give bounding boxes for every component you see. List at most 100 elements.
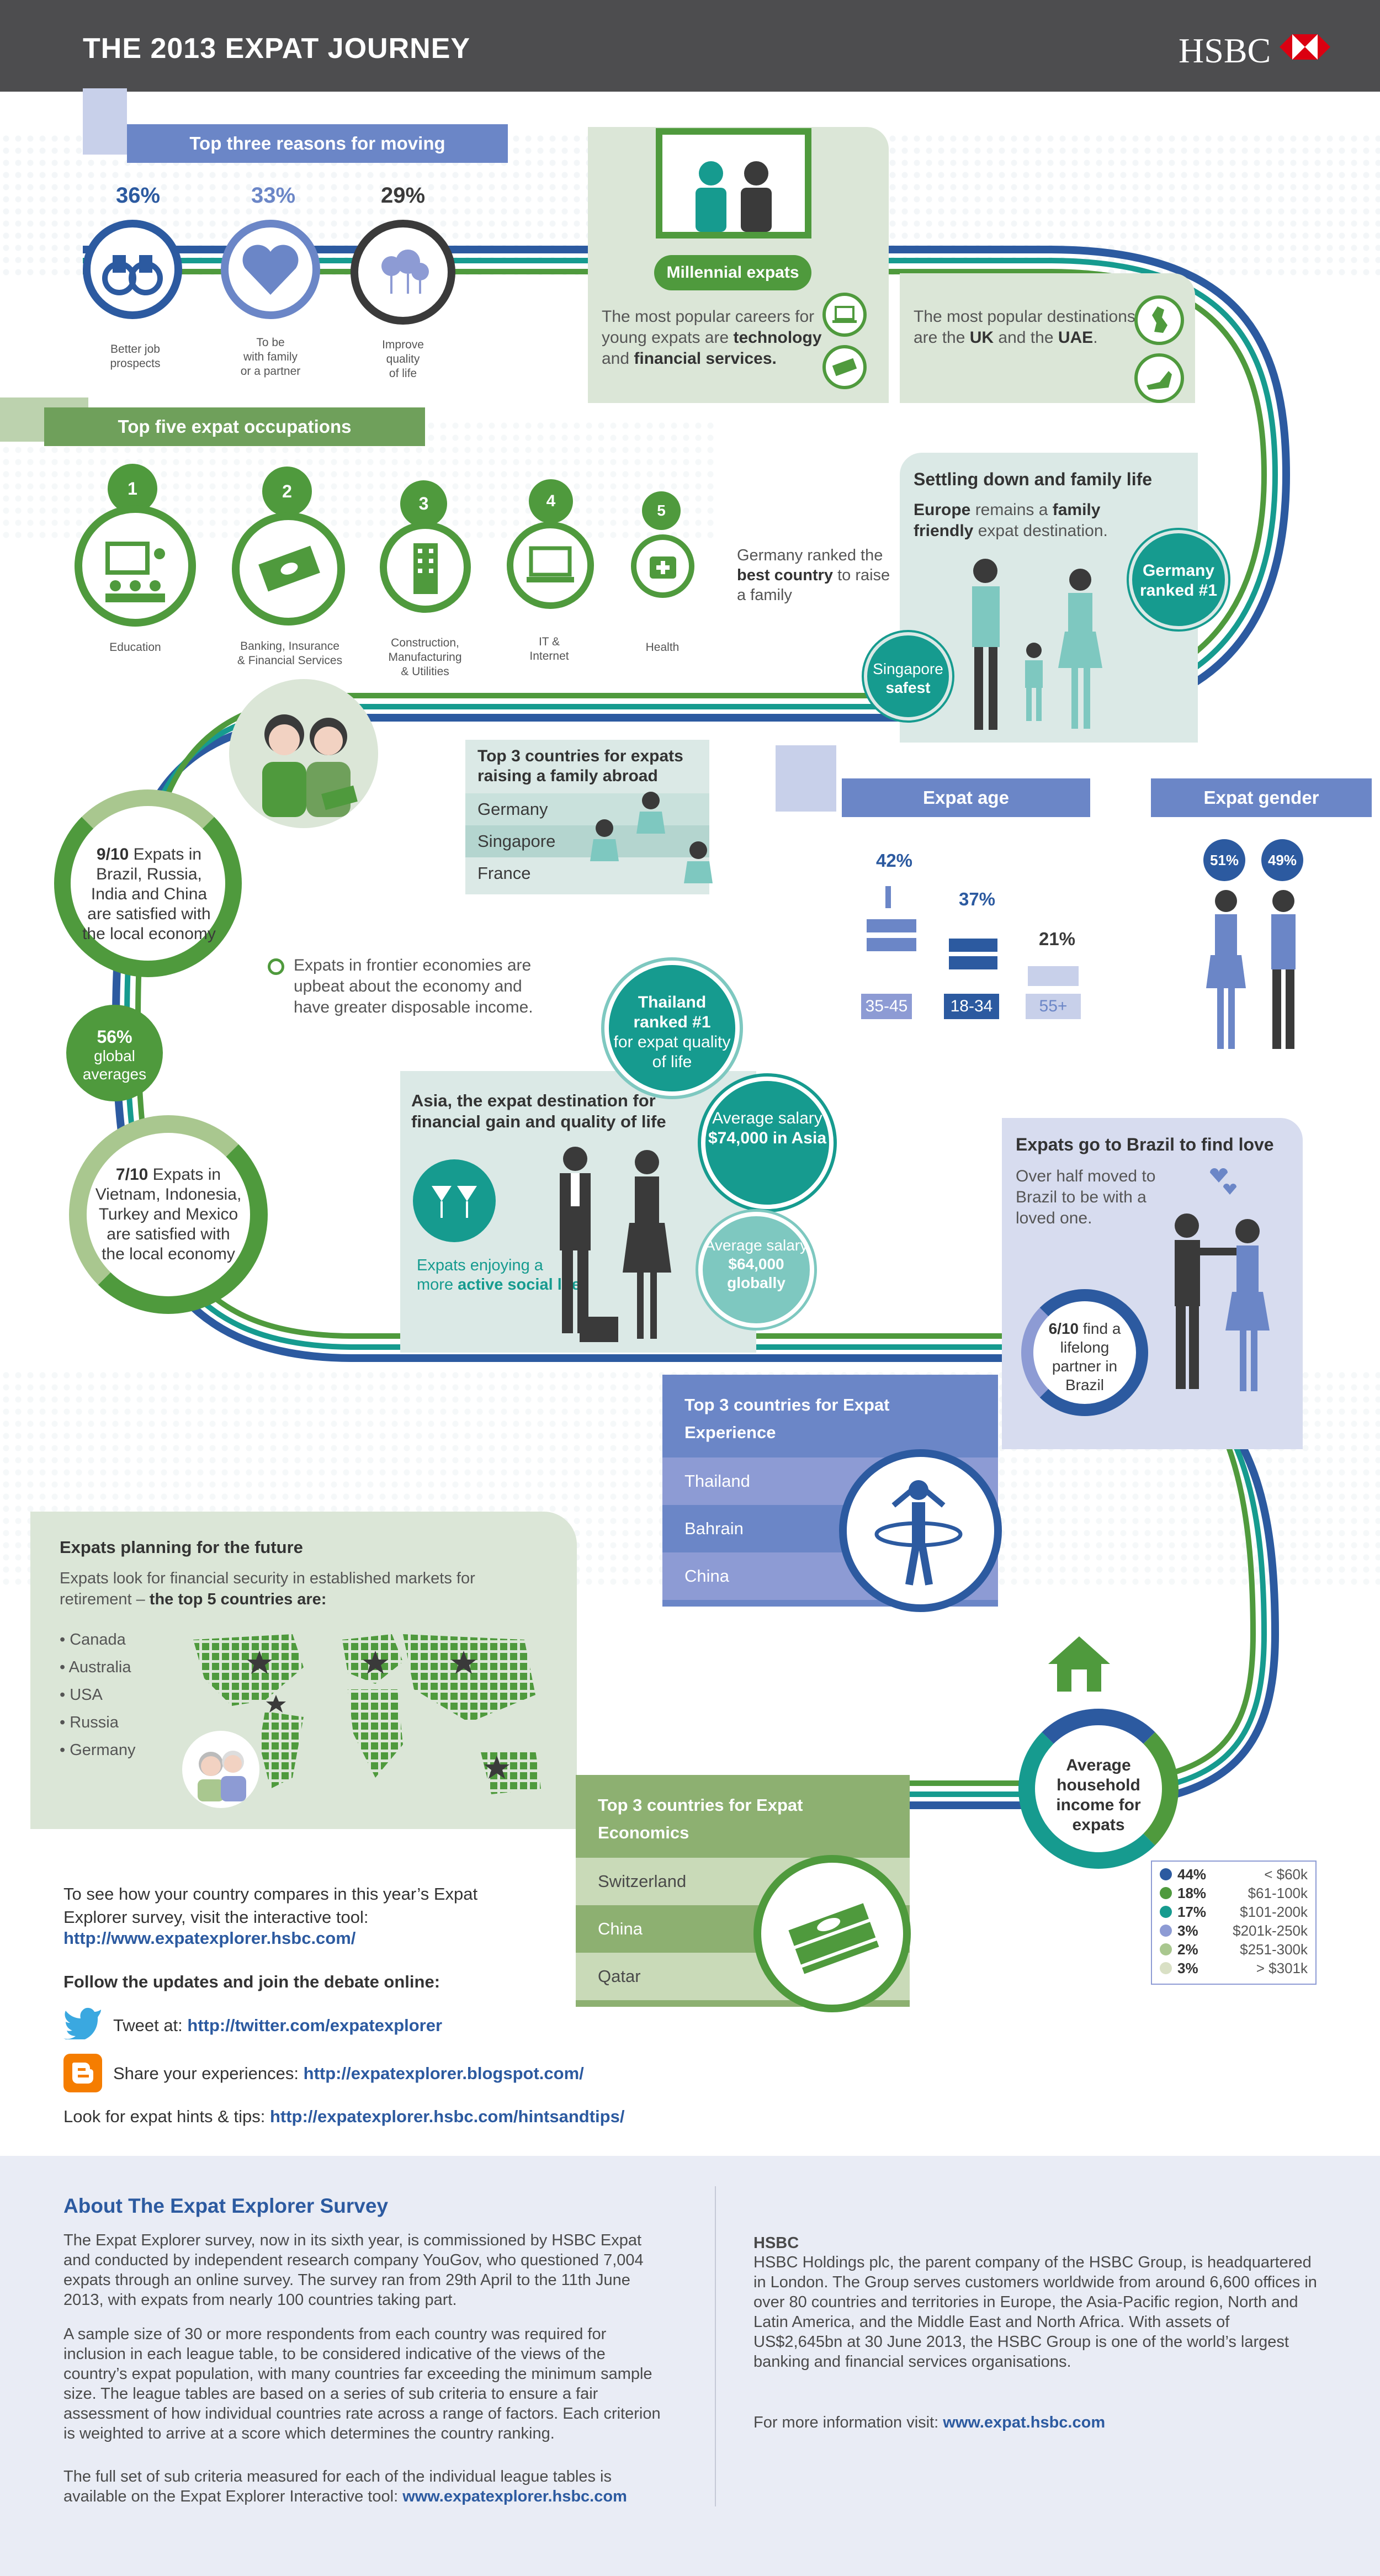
cocktail-glasses-icon (413, 1159, 496, 1242)
age-1-pct: 42% (875, 850, 913, 871)
germany-ranked-badge: Germany ranked #1 (1129, 530, 1228, 629)
occupation-2-label: Banking, Insurance & Financial Services (237, 640, 343, 667)
millennial-badge: Millennial expats (654, 255, 811, 290)
legend-swatch (1160, 1887, 1172, 1899)
legend-swatch (1160, 1906, 1172, 1918)
legend-pct: 2% (1177, 1941, 1198, 1958)
raising-family-title: Top 3 countries for expats raising a fam… (477, 747, 683, 785)
house-icon (1048, 1636, 1110, 1692)
hsbc-hexagon-icon (1280, 34, 1330, 60)
income-legend-row: 2% $251-300k (1160, 1940, 1308, 1959)
legend-range: $101-200k (1240, 1903, 1308, 1920)
about-paragraph-1: The Expat Explorer survey, now in its si… (63, 2232, 644, 2309)
legend-range: > $301k (1256, 1959, 1308, 1976)
follow-heading: Follow the updates and join the debate o… (63, 1972, 440, 1991)
salary-global-badge: Average salary$64,000 globally (698, 1212, 814, 1328)
uae-map-icon (1134, 353, 1184, 403)
brics-text: 9/10 Expats in Brazil, Russia, India and… (82, 845, 216, 943)
legend-swatch (1160, 1925, 1172, 1937)
frontier-connector-dot (268, 958, 284, 975)
blog-link[interactable]: http://expatexplorer.blogspot.com/ (303, 2064, 584, 2083)
about-footer (0, 2156, 1380, 2576)
legend-pct: 3% (1177, 1922, 1198, 1939)
reason-1-label: Better job prospects (110, 343, 161, 370)
twitter-link[interactable]: http://twitter.com/expatexplorer (187, 2016, 443, 2035)
banknotes-icon (232, 512, 345, 626)
legend-pct: 44% (1177, 1865, 1207, 1883)
computer-icon (507, 522, 594, 609)
about-title: About The Expat Explorer Survey (63, 2195, 389, 2217)
gender-figures-icon (1206, 890, 1296, 1049)
hsbc-logo-text: HSBC (1179, 31, 1271, 70)
uk-map-icon (1134, 295, 1184, 345)
heart-icon (221, 220, 320, 319)
medical-kit-icon (631, 534, 694, 598)
future-item-5: • Germany (60, 1741, 136, 1759)
money-stack-icon (753, 1855, 911, 2012)
couple-illustration (229, 679, 378, 828)
brazil-love-couple-illustration (1175, 1168, 1270, 1391)
age-2-pct: 37% (958, 889, 996, 909)
reason-3-pct: 29% (380, 183, 426, 208)
page-title: THE 2013 EXPAT JOURNEY (83, 33, 471, 65)
laptop-icon (822, 293, 867, 337)
children-icon (590, 792, 713, 883)
occupation-3-label: Construction, Manufacturing & Utilities (388, 637, 462, 678)
age-ribbon: Expat age (842, 778, 1090, 817)
twitter-bird-icon[interactable] (63, 2005, 103, 2039)
about-paragraph-3: The full set of sub criteria measured fo… (63, 2468, 627, 2505)
cake-37-icon (949, 939, 997, 969)
income-legend-row: 3%> $301k (1160, 1959, 1308, 1978)
building-icon (380, 522, 471, 613)
millennial-destinations-text: The most popular destinations are the UK… (914, 308, 1135, 347)
income-legend-row: 17%$101-200k (1160, 1902, 1308, 1921)
age-ribbon-fold (776, 745, 836, 812)
age-3-label: 55+ (1026, 994, 1081, 1019)
about-tool-link[interactable]: www.expatexplorer.hsbc.com (402, 2488, 627, 2505)
legend-pct: 18% (1177, 1884, 1207, 1901)
hsbc-section-text: HSBC Holdings plc, the parent company of… (753, 2254, 1317, 2371)
frontier-note: Expats in frontier economies are upbeat … (294, 956, 533, 1016)
raising-item-1: Germany (465, 793, 709, 825)
asia-social-text: Expats enjoying a more active social lif… (417, 1257, 581, 1294)
occupations-ribbon: Top five expat occupations (44, 407, 425, 446)
brazil-title: Expats go to Brazil to find love (1016, 1135, 1274, 1154)
occupation-2-number: 2 (262, 467, 312, 516)
future-item-4: • Russia (60, 1714, 119, 1731)
experience-title: Top 3 countries for Expat Experience (684, 1395, 890, 1442)
occupation-4-label: IT & Internet (529, 635, 569, 662)
blogger-icon[interactable] (63, 2054, 102, 2092)
legend-swatch (1160, 1868, 1172, 1880)
hsbc-section-title: HSBC (753, 2234, 799, 2252)
legend-swatch (1160, 1943, 1172, 1955)
reasons-ribbon: Top three reasons for moving (127, 124, 508, 163)
money-icon (822, 345, 867, 389)
tool-link[interactable]: http://www.expatexplorer.hsbc.com/ (63, 1928, 356, 1948)
gender-male-pct: 49% (1261, 839, 1303, 881)
brazil-text: Over half moved to Brazil to be with a l… (1016, 1167, 1156, 1227)
hints-link[interactable]: http://expatexplorer.hsbc.com/hintsandti… (269, 2107, 625, 2126)
asia-couple-illustration (560, 1147, 671, 1342)
header-bar (0, 0, 1380, 92)
income-legend-row: 3%$201k-250k (1160, 1921, 1308, 1940)
footer-divider (715, 2186, 716, 2506)
future-item-2: • Australia (60, 1658, 131, 1676)
reason-1-pct: 36% (115, 183, 161, 208)
expat-site-link[interactable]: www.expat.hsbc.com (943, 2414, 1106, 2431)
legend-range: $251-300k (1240, 1941, 1308, 1958)
blog-line: Share your experiences: http://expatexpl… (113, 2064, 584, 2083)
age-1-label: 35-45 (861, 994, 912, 1019)
reason-3-label: Improve quality of life (382, 338, 424, 380)
future-title: Expats planning for the future (60, 1538, 303, 1557)
future-list: • Canada • Australia • USA • Russia • Ge… (60, 1626, 135, 1764)
legend-range: $61-100k (1248, 1884, 1308, 1901)
hula-hoop-icon (839, 1449, 1002, 1612)
raising-item-2: Singapore (465, 825, 709, 857)
cake-21-icon (1028, 966, 1079, 986)
future-item-3: • USA (60, 1686, 103, 1704)
family-text: Europe remains a family friendly expat d… (914, 501, 1108, 540)
legend-range: < $60k (1264, 1865, 1308, 1883)
